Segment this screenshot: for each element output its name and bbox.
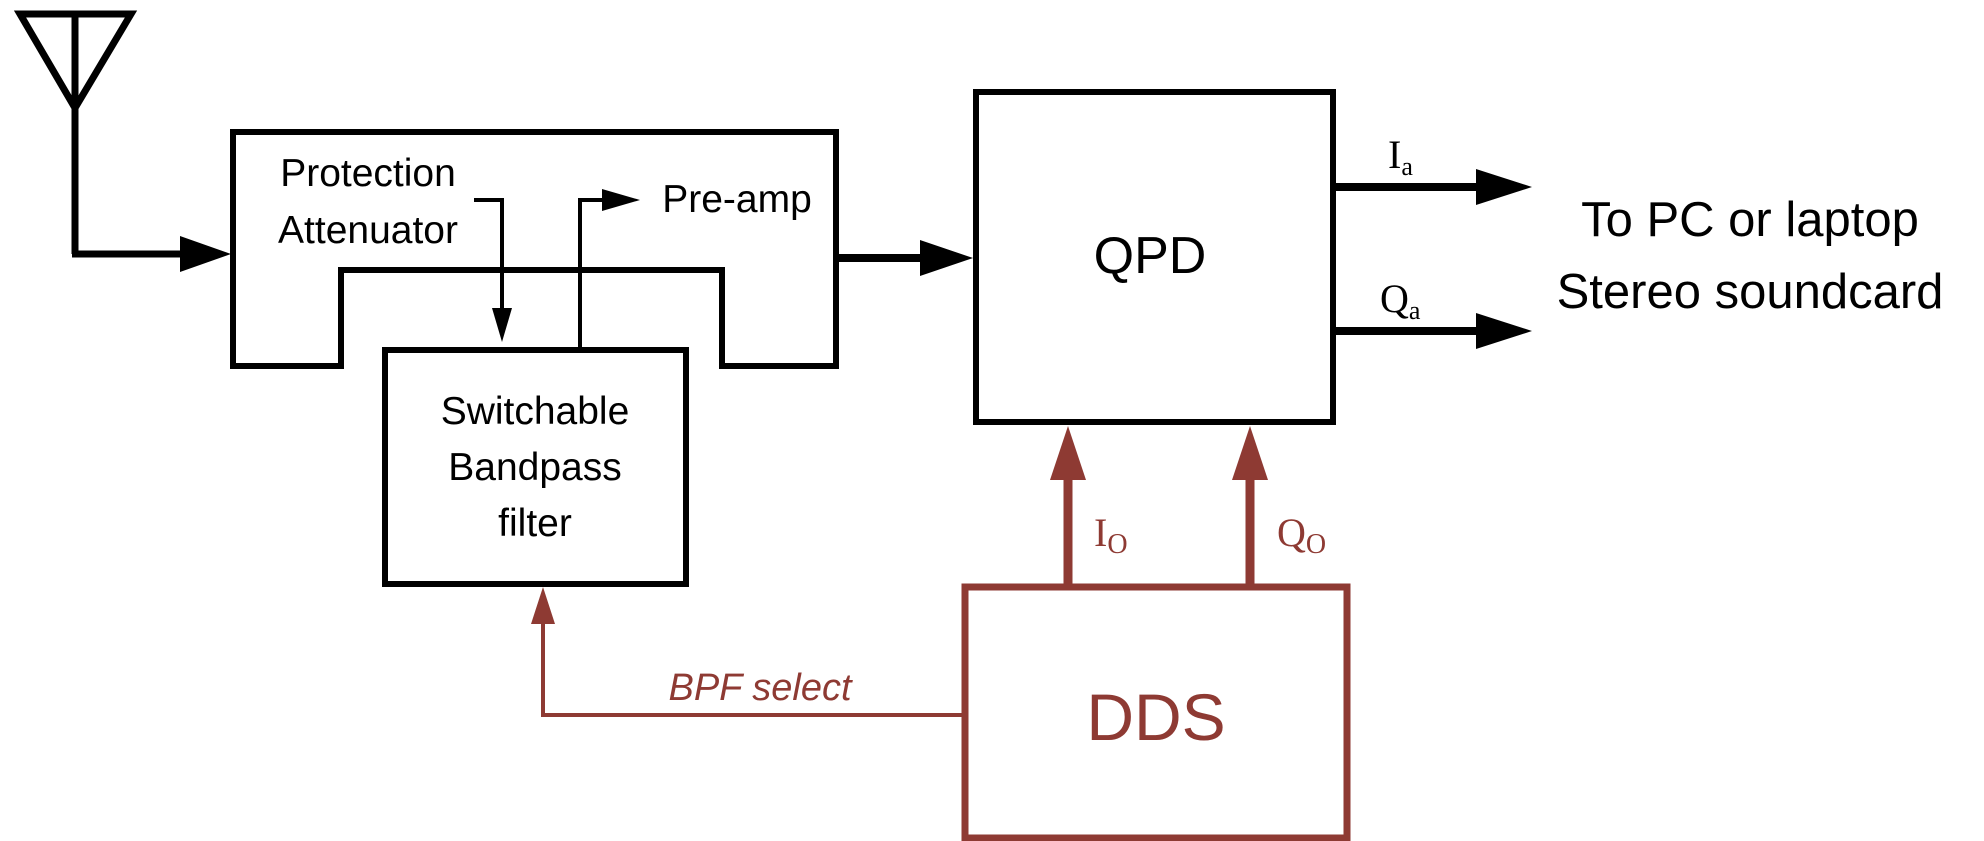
output-destination-line1: To PC or laptop (1581, 193, 1919, 247)
frontend-block (230, 129, 839, 369)
output-destination-line2: Stereo soundcard (1557, 265, 1944, 319)
bpf-select-connector (531, 587, 965, 717)
qo-lo-arrow (1232, 426, 1268, 587)
qa-label: Qa (1380, 276, 1421, 325)
preamp-label: Pre-amp (662, 178, 812, 221)
bpf-label-line3: filter (498, 502, 572, 545)
qo-label: QO (1277, 510, 1326, 560)
dds-label: DDS (1086, 680, 1225, 754)
bpf-select-label: BPF select (668, 667, 852, 709)
io-label: IO (1094, 510, 1128, 560)
dds-block (961, 583, 1351, 841)
qpd-block (973, 89, 1336, 425)
protection-to-bpf-connector (474, 198, 512, 342)
ia-label: Ia (1388, 132, 1413, 181)
bpf-to-preamp-connector (578, 189, 640, 350)
ia-output-arrow (1335, 169, 1532, 205)
bpf-block (382, 347, 689, 587)
qa-output-arrow (1335, 313, 1532, 349)
protection-label: Protection (280, 152, 456, 195)
attenuator-label: Attenuator (278, 209, 458, 252)
bpf-label-line2: Bandpass (448, 446, 621, 489)
antenna-icon (13, 10, 186, 258)
qpd-label: QPD (1094, 227, 1207, 285)
bpf-label-line1: Switchable (441, 390, 630, 433)
io-lo-arrow (1050, 426, 1086, 587)
antenna-input-arrowhead (180, 236, 231, 272)
frontend-to-qpd-arrow (838, 240, 973, 276)
